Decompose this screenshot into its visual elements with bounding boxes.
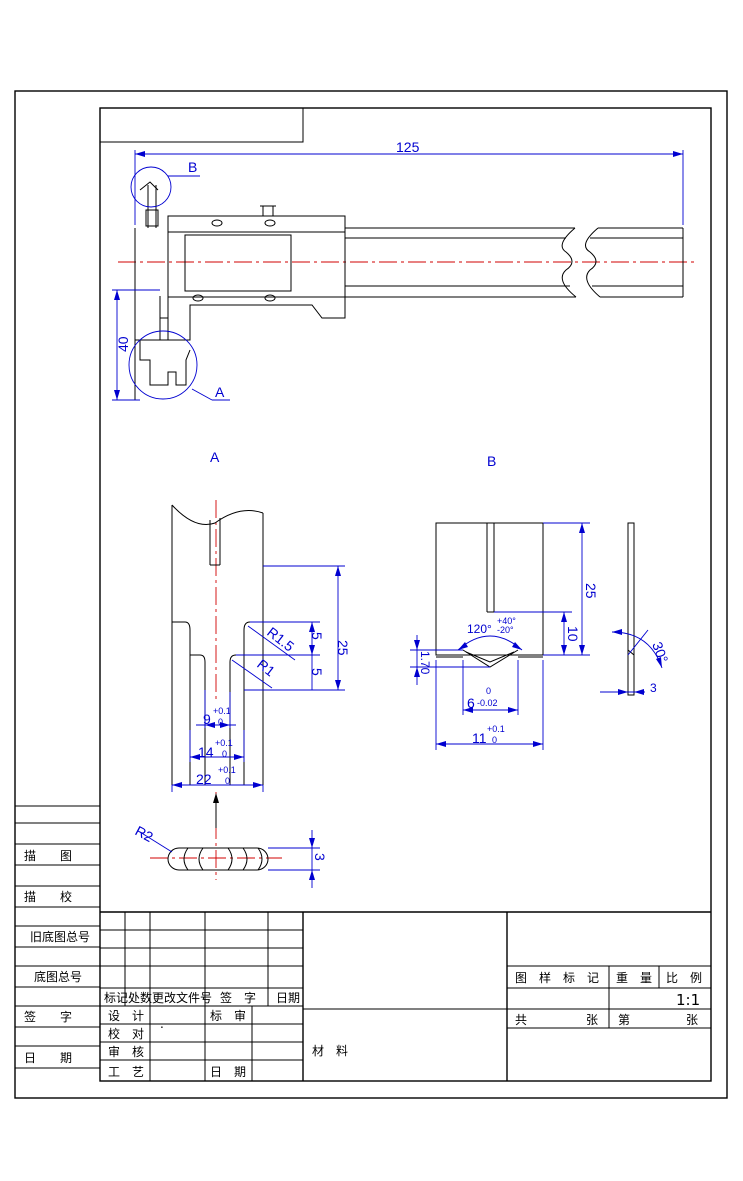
dim-125: 125 (396, 139, 420, 155)
lp-old-base-no: 旧底图总号 (30, 929, 90, 944)
view-a-section (167, 847, 269, 871)
view-b-dim-11: 11 (472, 730, 487, 746)
lp-trace-check: 描 校 (24, 889, 72, 904)
label-a: A (215, 384, 225, 400)
svg-text:+0.1: +0.1 (487, 724, 505, 734)
lp-trace: 描 图 (24, 849, 72, 863)
detail-circle-a (128, 330, 198, 400)
view-b-angle: 120° (467, 622, 492, 636)
view-a-r1: R1 (254, 656, 278, 680)
view-b-dim-170: 1.70 (418, 651, 432, 675)
dim-40: 40 (115, 336, 131, 352)
view-b-title: B (487, 453, 496, 469)
tb-standard: 标 审 (210, 1008, 246, 1023)
tb-date: 日 期 (210, 1065, 246, 1079)
tb-total: 共 (515, 1013, 527, 1027)
lp-base-no: 底图总号 (34, 969, 82, 984)
title-block: 标记 处数 更改文件号 签 字 日期 设 计 校 对 审 核 工 艺 . 标 审… (100, 911, 711, 1081)
svg-text:+0.1: +0.1 (213, 706, 231, 716)
view-b-dim-3: 3 (650, 681, 657, 695)
tb-scale-label: 比 例 (666, 971, 702, 985)
tb-h-change-doc: 更改文件号 (152, 990, 212, 1005)
view-a-dim-14: 14 (198, 744, 214, 760)
svg-text:+40°: +40° (497, 616, 516, 626)
view-a-dim-5a: 5 (309, 632, 325, 640)
left-panel: 描 图 描 校 旧底图总号 底图总号 签 字 日 期 (15, 805, 100, 1069)
svg-text:0: 0 (486, 686, 491, 696)
detail-circle-b (130, 166, 172, 208)
tb-sheet-no: 第 (618, 1013, 630, 1027)
view-b-dim-10: 10 (565, 626, 581, 642)
view-a-title: A (210, 449, 220, 465)
view-b-dim-25: 25 (583, 583, 599, 599)
lp-date: 日 期 (24, 1051, 72, 1065)
tb-sheets: 张 (586, 1013, 598, 1027)
svg-text:0: 0 (492, 735, 497, 745)
tb-check: 校 对 (108, 1026, 144, 1041)
view-a-dim-25: 25 (335, 640, 351, 656)
corner-box (99, 107, 304, 143)
tb-process: 工 艺 (108, 1065, 144, 1079)
view-a-dim-22: 22 (196, 771, 212, 787)
view-b-angle-30: 30° (649, 640, 671, 665)
svg-text:+0.1: +0.1 (215, 738, 233, 748)
tb-design: 设 计 (108, 1009, 144, 1023)
svg-text:0: 0 (225, 776, 230, 786)
svg-text:-0.02: -0.02 (477, 698, 498, 708)
tb-drawing-mark: 图 样 标 记 (515, 970, 599, 985)
svg-text:0: 0 (218, 717, 223, 727)
outer-border (14, 90, 728, 1099)
svg-text:+0.1: +0.1 (218, 765, 236, 775)
tb-review: 审 核 (108, 1044, 144, 1059)
tb-sheet-suffix: 张 (686, 1013, 698, 1027)
view-a-dim-3: 3 (312, 853, 328, 861)
tb-h-date: 日期 (276, 991, 300, 1005)
view-b: B 25 10 120° +40° -20° 1.7 (410, 453, 671, 750)
tb-h-count: 处数 (128, 990, 152, 1005)
tb-scale-value: 1:1 (676, 991, 700, 1009)
tb-h-sign: 签 字 (220, 990, 256, 1005)
lp-signature: 签 字 (24, 1009, 72, 1024)
view-b-dim-6: 6 (467, 695, 475, 711)
tb-material: 材 料 (312, 1044, 348, 1058)
tb-dot: . (160, 1017, 164, 1031)
tb-weight: 重 量 (616, 971, 652, 985)
view-a-r2: R2 (133, 823, 157, 846)
tb-h-mark: 标记 (104, 991, 128, 1005)
label-b: B (188, 159, 197, 175)
inner-border (99, 107, 712, 1082)
caliper-view: B A 125 40 (112, 139, 698, 401)
view-a: A 25 5 5 R1.5 R1 (133, 449, 351, 888)
view-a-dim-5b: 5 (309, 668, 325, 676)
svg-text:-20°: -20° (497, 625, 514, 635)
svg-text:0: 0 (222, 749, 227, 759)
view-a-dim-9: 9 (203, 711, 211, 727)
